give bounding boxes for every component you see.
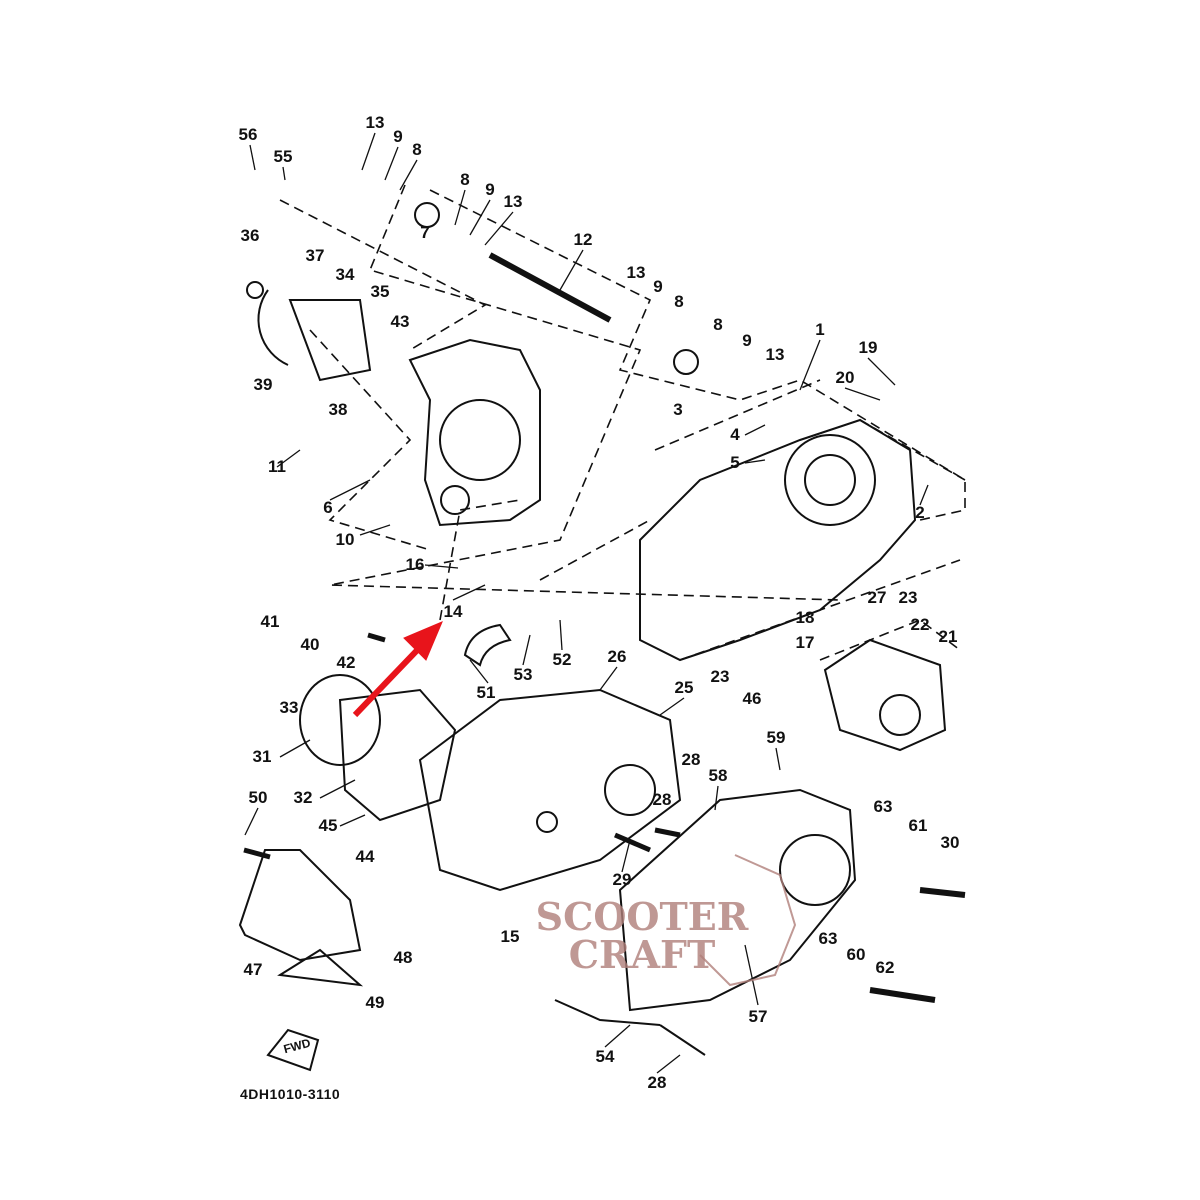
- gasket: [338, 688, 457, 822]
- left-crankcase: [408, 338, 541, 527]
- watermark-logo: [699, 854, 797, 987]
- part-label: 26: [607, 647, 627, 666]
- part-label: 13: [765, 345, 785, 364]
- part-label: 9: [485, 180, 495, 199]
- part-label: 20: [835, 368, 855, 387]
- part-label: 45: [318, 816, 338, 835]
- part-label: 50: [248, 788, 268, 807]
- part-label: 61: [908, 816, 928, 835]
- part-label: 9: [393, 127, 403, 146]
- part-label: 55: [273, 147, 293, 166]
- crankshaft: [488, 252, 612, 323]
- part-label: 13: [365, 113, 385, 132]
- part-label: 46: [742, 689, 762, 708]
- part-code: 4DH1010-3110: [240, 1086, 341, 1102]
- part-label: 37: [305, 246, 325, 265]
- part-label: 47: [243, 960, 263, 979]
- part-label: 58: [708, 766, 728, 785]
- part-label: 42: [336, 653, 356, 672]
- part-label: 48: [393, 948, 413, 967]
- part-label: 22: [910, 615, 930, 634]
- part-label: 59: [766, 728, 786, 747]
- transmission-case: [418, 688, 682, 892]
- part-label: 39: [253, 375, 273, 394]
- part-label-highlighted: 14: [443, 602, 463, 621]
- part-label: 8: [460, 170, 470, 189]
- watermark-line-2: CRAFT: [568, 932, 716, 977]
- part-label: 9: [742, 331, 752, 350]
- right-crankcase: [639, 418, 917, 662]
- engine-parts: [238, 202, 966, 1056]
- part-label: 31: [252, 747, 272, 766]
- part-label: 21: [938, 627, 958, 646]
- part-label: 54: [595, 1047, 615, 1066]
- part-label: 23: [898, 588, 918, 607]
- part-label: 36: [240, 226, 260, 245]
- part-label: 12: [573, 230, 593, 249]
- part-label: 34: [335, 265, 355, 284]
- part-label: 2: [915, 503, 925, 522]
- part-label: 7: [420, 223, 430, 242]
- part-label: 35: [370, 282, 390, 301]
- part-label: 15: [500, 927, 520, 946]
- part-label: 41: [260, 612, 280, 631]
- part-label: 51: [476, 683, 496, 702]
- part-label: 63: [818, 929, 838, 948]
- part-label: 6: [323, 498, 333, 517]
- part-label: 43: [390, 312, 410, 331]
- part-label: 25: [674, 678, 694, 697]
- part-label: 1: [815, 320, 825, 339]
- clutch-cover: [618, 788, 857, 1012]
- part-label: 3: [673, 400, 683, 419]
- part-label: 8: [674, 292, 684, 311]
- part-label: 28: [647, 1073, 667, 1092]
- fwd-arrow-shape: [266, 1028, 320, 1072]
- part-label: 49: [365, 993, 385, 1012]
- part-label: 29: [612, 870, 632, 889]
- part-label: 4: [730, 425, 740, 444]
- part-label: 57: [748, 1007, 768, 1026]
- part-label: 44: [355, 847, 375, 866]
- part-label: 38: [328, 400, 348, 419]
- part-label: 62: [875, 958, 895, 977]
- leader-lines: [244, 132, 929, 1074]
- part-label: 28: [652, 790, 672, 809]
- right-cover: [823, 638, 947, 752]
- part-label: 8: [412, 140, 422, 159]
- watermark-line-1: SCOOTER: [535, 894, 749, 939]
- part-label: 53: [513, 665, 533, 684]
- part-label: 16: [405, 555, 425, 574]
- part-label: 10: [335, 530, 355, 549]
- part-label: 60: [846, 945, 866, 964]
- part-label: 30: [940, 833, 960, 852]
- part-label: 11: [268, 457, 286, 476]
- part-label: 18: [795, 608, 815, 627]
- part-label: 63: [873, 797, 893, 816]
- watermark: SCOOTER CRAFT: [532, 898, 752, 974]
- part-label: 56: [238, 125, 258, 144]
- air-duct-cover: [238, 849, 362, 962]
- part-label: 19: [858, 338, 878, 357]
- part-label: 40: [300, 635, 320, 654]
- part-label: 33: [279, 698, 299, 717]
- part-label: 23: [710, 667, 730, 686]
- part-label: 32: [293, 788, 313, 807]
- part-label: 5: [730, 453, 740, 472]
- part-label: 9: [653, 277, 663, 296]
- part-label: 13: [626, 263, 646, 282]
- pipe-51: [463, 623, 512, 667]
- part-label: 52: [552, 650, 572, 669]
- part-label: 27: [867, 588, 887, 607]
- part-label: 28: [681, 750, 701, 769]
- part-label: 8: [713, 315, 723, 334]
- part-label: 17: [795, 633, 815, 652]
- part-label: 13: [503, 192, 523, 211]
- highlight-arrow: [352, 621, 443, 718]
- oil-seal-plate: [299, 674, 382, 766]
